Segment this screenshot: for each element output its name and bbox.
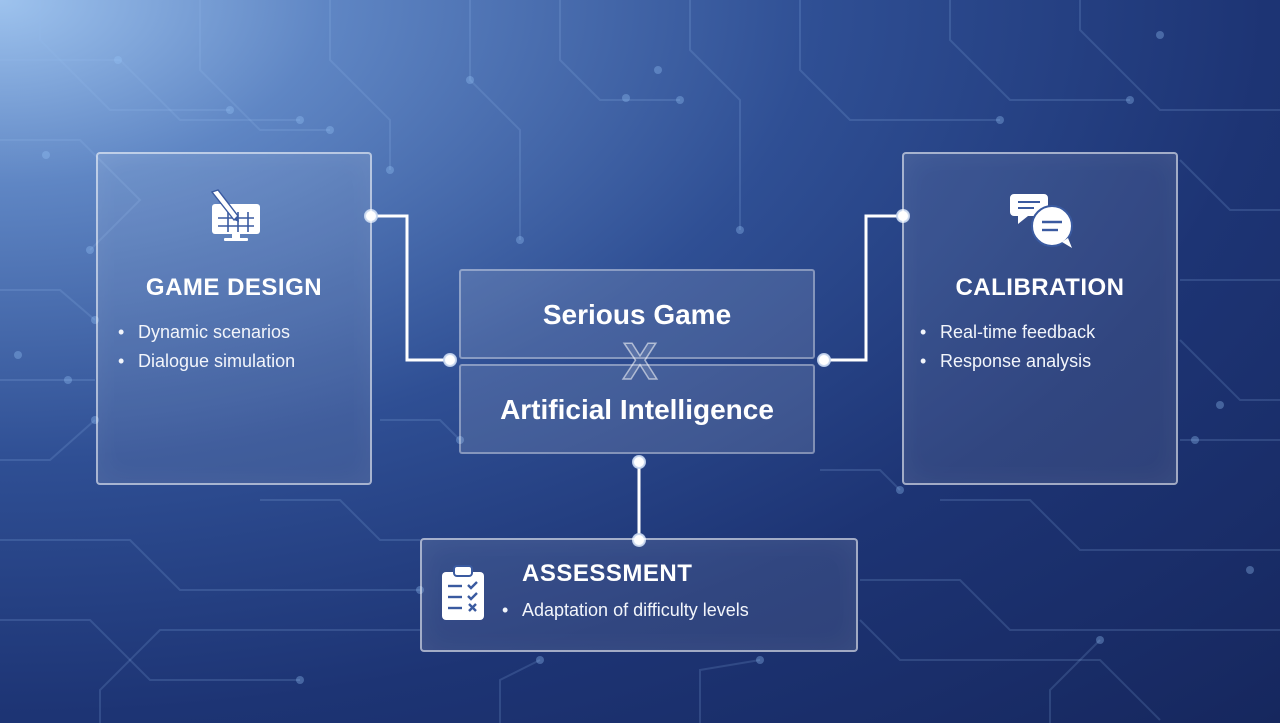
game-design-list: •Dynamic scenarios •Dialogue simulation [118, 318, 295, 376]
calibration-list: •Real-time feedback •Response analysis [920, 318, 1095, 376]
artificial-intelligence-box: Artificial Intelligence [459, 364, 815, 454]
serious-game-box: Serious Game [459, 269, 815, 359]
serious-game-label: Serious Game [542, 299, 732, 330]
assessment-panel: ASSESSMENT •Adaptation of difficulty lev… [420, 538, 858, 652]
clipboard-checklist-icon [442, 565, 484, 620]
list-item: •Real-time feedback [920, 322, 1096, 342]
assessment-title: ASSESSMENT [522, 560, 693, 587]
game-design-title: GAME DESIGN [145, 274, 323, 301]
list-item: •Dialogue simulation [118, 351, 296, 371]
list-item: •Adaptation of difficulty levels [502, 600, 749, 620]
game-design-panel: GAME DESIGN •Dynamic scenarios •Dialogue… [96, 152, 372, 485]
list-item: •Dynamic scenarios [118, 322, 291, 342]
chat-bubbles-icon [1010, 194, 1073, 248]
assessment-list: •Adaptation of difficulty levels [502, 596, 749, 625]
monitor-design-icon [210, 189, 260, 241]
artificial-intelligence-label: Artificial Intelligence [500, 394, 774, 425]
list-item: •Response analysis [920, 351, 1092, 371]
joiner-x: X [622, 333, 658, 391]
calibration-panel: CALIBRATION •Real-time feedback •Respons… [902, 152, 1178, 485]
calibration-title: CALIBRATION [955, 274, 1125, 301]
